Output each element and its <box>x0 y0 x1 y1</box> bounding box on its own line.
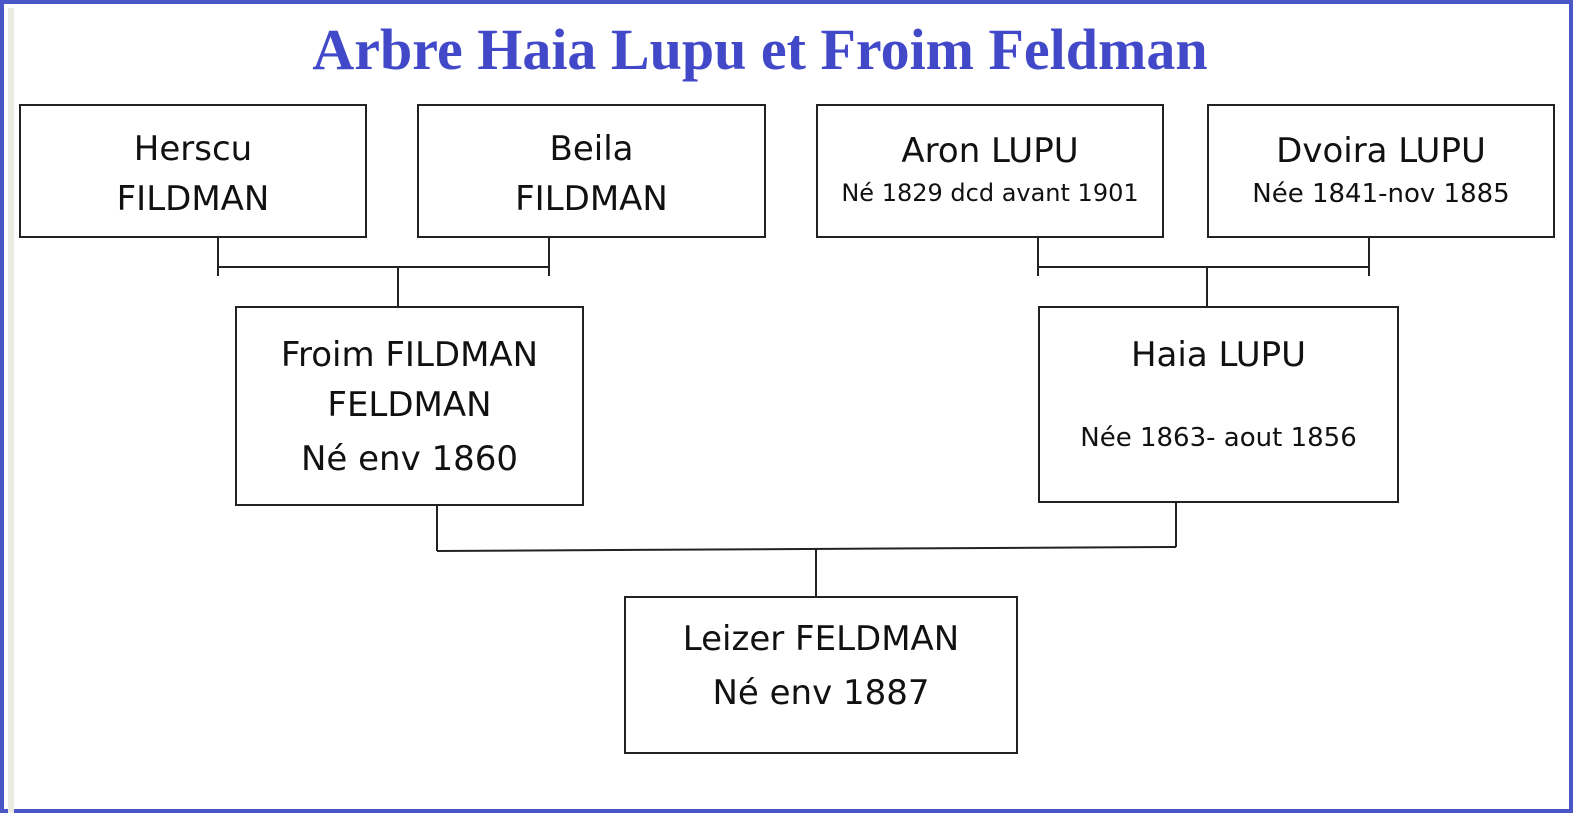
person-name: Haia LUPU <box>1130 335 1306 375</box>
person-dates: Née 1841-nov 1885 <box>1252 179 1510 209</box>
person-name: Beila <box>549 129 634 169</box>
person-dates: Né env 1887 <box>712 673 930 713</box>
person-name: Aron LUPU <box>901 131 1079 171</box>
person-dates: Né 1829 dcd avant 1901 <box>841 179 1139 207</box>
person-surname: FELDMAN <box>327 385 492 425</box>
left-strip <box>8 8 14 813</box>
person-name: Herscu <box>133 129 253 169</box>
person-surname: FILDMAN <box>116 179 270 219</box>
person-dates: Né env 1860 <box>300 439 519 479</box>
person-aron-lupu: Aron LUPU Né 1829 dcd avant 1901 <box>816 104 1164 238</box>
person-beila-fildman: Beila FILDMAN <box>417 104 766 238</box>
person-leizer-feldman: Leizer FELDMAN Né env 1887 <box>624 596 1018 754</box>
person-herscu-fildman: Herscu FILDMAN <box>19 104 367 238</box>
diagram-title: Arbre Haia Lupu et Froim Feldman <box>312 17 1208 82</box>
person-name: Froim FILDMAN <box>280 335 539 375</box>
person-surname: FILDMAN <box>515 179 668 219</box>
person-froim-feldman: Froim FILDMAN FELDMAN Né env 1860 <box>235 306 584 506</box>
person-name: Dvoira LUPU <box>1276 131 1486 171</box>
person-dates: Née 1863- aout 1856 <box>1080 423 1357 453</box>
person-dvoira-lupu: Dvoira LUPU Née 1841-nov 1885 <box>1207 104 1555 238</box>
person-haia-lupu: Haia LUPU Née 1863- aout 1856 <box>1038 306 1399 503</box>
connector-parents-bar <box>436 546 1177 552</box>
person-name: Leizer FELDMAN <box>682 619 960 659</box>
